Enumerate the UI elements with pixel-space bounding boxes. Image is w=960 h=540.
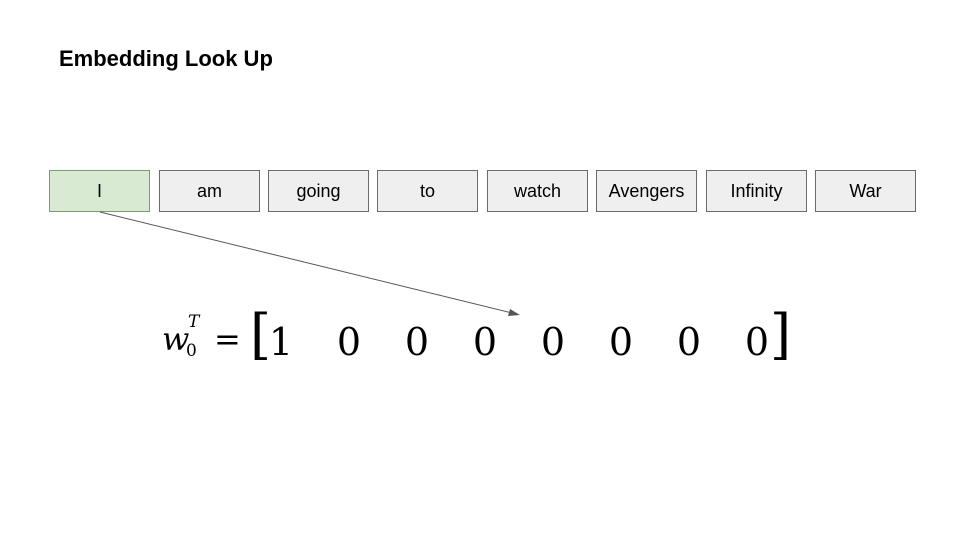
equation-equals: = [214,320,241,358]
token-box: going [268,170,369,212]
vector-cell: 0 [472,320,498,364]
vector-cell: 0 [744,320,770,364]
vector-left-bracket: [ [250,303,272,366]
vector-cell: 0 [676,320,702,364]
arrow-head [508,309,520,316]
vector-cell: 0 [540,320,566,364]
token-box: watch [487,170,588,212]
equation-lhs-subscript: 0 [186,341,197,361]
arrow-line [99,211,513,314]
token-box: Avengers [596,170,697,212]
token-box: I [49,170,150,212]
token-box: Infinity [706,170,807,212]
vector-cell: 0 [336,320,362,364]
equation-lhs: w T 0 [162,312,199,361]
token-box: to [377,170,478,212]
slide-title: Embedding Look Up [59,46,273,71]
vector-cell: 1 [268,320,294,364]
vector-right-bracket: ] [770,303,792,366]
vector-cell: 0 [608,320,634,364]
token-box: am [159,170,260,212]
equation-lhs-base: w [162,320,190,358]
token-box: War [815,170,916,212]
vector-cell: 0 [404,320,430,364]
equation-lhs-superscript: T [188,312,200,332]
